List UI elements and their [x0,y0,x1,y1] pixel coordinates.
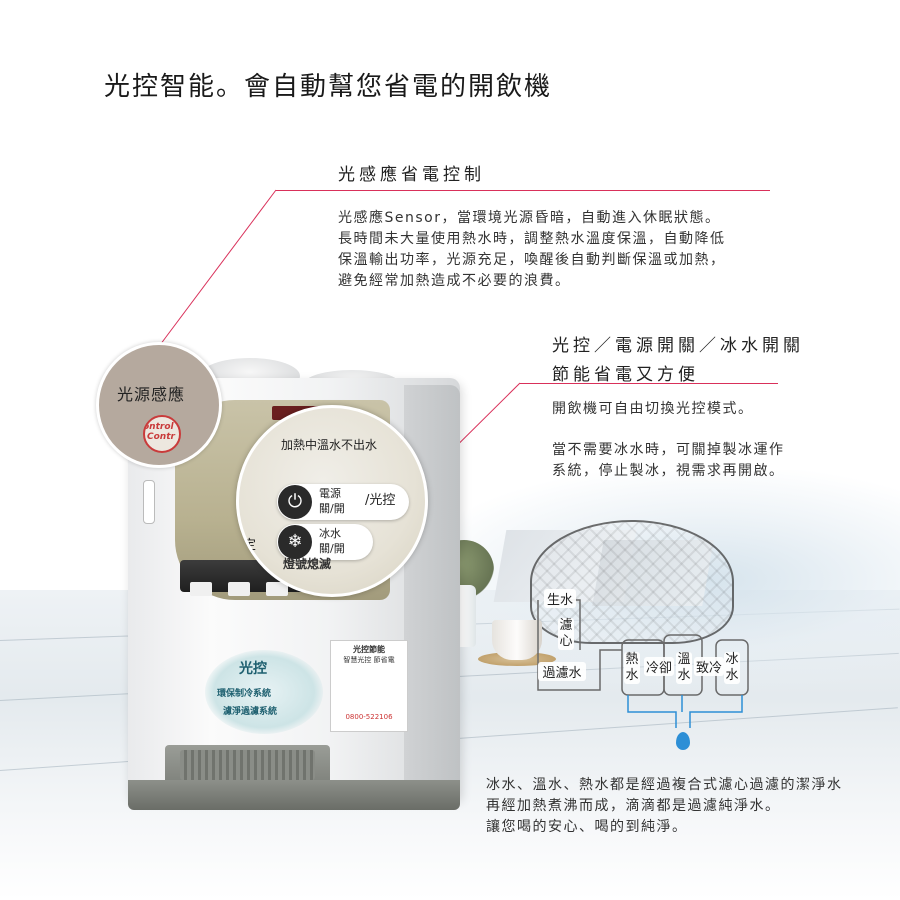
badge-text: ontrol [143,422,174,432]
ice-water-button[interactable]: ❄ 冰水 關/開 [277,524,373,560]
bottom-description: 冰水、溫水、熱水都是經過複合式濾心過濾的潔淨水 再經加熱煮沸而成，滴滴都是過濾純… [486,775,843,838]
snowflake-icon: ❄ [278,525,312,559]
section1-line: 長時間未大量使用熱水時，調整熱水溫度保溫，自動降低 [338,231,726,247]
section2-para2-line: 當不需要冰水時，可關掉製冰運作 [552,442,785,458]
filter-label: 濾心 [558,618,574,650]
filtered-water-label: 過濾水 [538,662,586,681]
faucet-hot[interactable] [190,582,212,596]
light-sensor-badge: ontrol Contr [143,415,181,453]
section2-title-line1: 光控／電源開關／冰水開關 [552,336,804,356]
fragment-text: 定 [243,538,257,553]
section1-line: 保溫輸出功率，光源充足，喚醒後自動判斷保溫或加熱， [338,252,726,268]
drip-tray-grill [180,750,315,780]
section2-para2-line: 系統，停止製冰，視需求再開啟。 [552,463,785,479]
section2-para1: 開飲機可自由切換光控模式。 [552,401,754,417]
bottom-line: 再經加熱煮沸而成，滴滴都是過濾純淨水。 [486,798,781,814]
outflow-line [689,695,743,728]
power-label-line1: 電源 [319,487,341,500]
section2-title-line2: 節能省電又方便 [552,365,699,385]
section2-divider [520,383,778,384]
section1-line: 光感應Sensor，當環境光源昏暗，自動進入休眠狀態。 [338,210,721,226]
section2-para2: 當不需要冰水時，可關掉製冰運作 系統，停止製冰，視需求再開啟。 [552,440,785,482]
water-drop-icon [676,732,690,750]
light-sensor-label: 光源感應 [117,385,186,404]
sticker-title: 光控節能 [353,645,385,654]
cooling-label: 冷卻 [644,657,674,676]
button-panel-magnifier: 加熱中溫水不出水 ⏻ 電源 關/開 /光控 定 ❄ 冰水 關/開 燈號熄滅 [236,405,428,597]
power-label: 電源 關/開 [319,486,345,516]
cup-image [492,620,542,660]
ice-water-label: 冰水 [724,652,740,684]
pipe-line [537,600,622,691]
faucet-warm[interactable] [228,582,250,596]
product-label-title: 光控 [239,661,267,677]
callout-line-sensor [159,189,277,346]
bottom-line: 讓您喝的安心、喝的到純淨。 [486,819,688,835]
light-off-text: 燈號熄滅 [283,557,332,571]
light-control-label: /光控 [365,493,396,508]
ice-label-line1: 冰水 [319,527,341,540]
power-button[interactable]: ⏻ 電源 關/開 /光控 [277,484,409,520]
page-headline: 光控智能。會自動幫您省電的開飲機 [104,72,553,102]
bottom-line: 冰水、溫水、熱水都是經過複合式濾心過濾的潔淨水 [486,777,843,793]
refrigeration-label: 致冷 [694,657,724,676]
light-sensor-magnifier: 光源感應 ontrol Contr [96,342,222,468]
raw-water-label: 生水 [544,589,576,608]
outflow-line [627,695,677,728]
product-label-line: 濾淨過濾系統 [223,707,278,717]
energy-sticker: 光控節能 智慧光控 節省電 0800-522106 [330,640,408,732]
product-label-line: 環保制冷系統 [217,689,272,699]
power-label-line2: 關/開 [319,502,345,515]
warm-water-label: 溫水 [676,652,692,684]
section2-title: 光控／電源開關／冰水開關 節能省電又方便 [552,331,804,385]
hot-water-label: 熱水 [624,652,640,684]
side-indicator [143,480,155,524]
sticker-subtitle: 智慧光控 節省電 [343,656,395,664]
ice-label-line2: 關/開 [319,542,345,555]
product-label: 光控 環保制冷系統 濾淨過濾系統 [205,650,323,734]
faucet-cold[interactable] [266,582,288,596]
section1-divider [276,190,770,191]
power-icon: ⏻ [278,485,312,519]
dispenser-base [128,780,460,810]
section1-line: 避免經常加熱造成不必要的浪費。 [338,273,571,289]
heating-status-text: 加熱中溫水不出水 [281,438,378,452]
sticker-phone: 0800-522106 [345,713,393,721]
section1-title: 光感應省電控制 [338,165,485,185]
section1-text: 光感應Sensor，當環境光源昏暗，自動進入休眠狀態。 長時間未大量使用熱水時，… [338,208,726,292]
ice-label: 冰水 關/開 [319,526,345,556]
badge-text: Contr [147,432,175,442]
